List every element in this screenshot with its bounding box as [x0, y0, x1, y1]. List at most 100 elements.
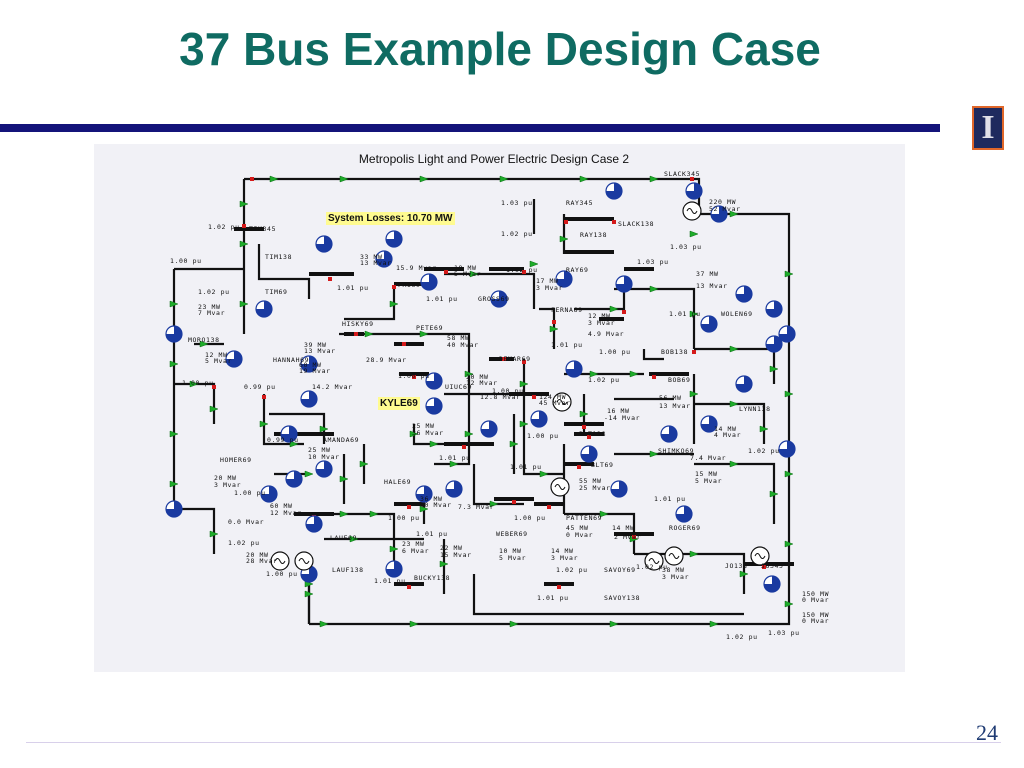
flow-arrow	[689, 310, 699, 318]
bus-label: 1.00 pu	[514, 514, 546, 522]
flow-arrow	[689, 550, 699, 558]
bus-label: 1.00 pu	[599, 348, 631, 356]
breaker	[552, 320, 556, 324]
bus-label: 25 Mvar	[579, 484, 611, 492]
bus-label: 150 MW	[802, 611, 830, 619]
bus-label: RAY138	[580, 231, 608, 239]
breaker	[632, 535, 636, 539]
load-gauge-fill	[711, 206, 727, 222]
load-gauge-fill	[416, 486, 432, 502]
bus-label: 60 MW	[270, 502, 293, 510]
flow-arrow	[784, 470, 794, 478]
load-gauge-fill	[286, 471, 302, 487]
load-gauge-fill	[281, 426, 297, 442]
page-number: 24	[976, 720, 998, 745]
flow-arrow	[169, 300, 179, 308]
load-gauge-fill	[531, 411, 547, 427]
flow-arrow	[364, 330, 374, 338]
bus-label: JO138	[725, 562, 748, 570]
bus-label: WEBER69	[496, 530, 528, 538]
bus-label: PATTEN69	[566, 514, 603, 522]
breaker	[612, 220, 616, 224]
flow-arrow	[304, 590, 314, 598]
bus-label: 40 Mvar	[447, 341, 479, 349]
flow-arrow	[629, 370, 639, 378]
transmission-line	[522, 444, 564, 476]
system-losses-label: System Losses: 10.70 MW	[326, 212, 455, 225]
bus-label: HISKY69	[342, 320, 374, 328]
bus-label: 0 Mvar	[802, 596, 830, 604]
load-gauge-fill	[166, 326, 182, 342]
one-line-diagram: Metropolis Light and Power Electric Desi…	[94, 144, 905, 672]
generator-wave	[754, 553, 766, 559]
bus-label: 3 Mvar	[214, 481, 242, 489]
bus-label: 1.01 pu	[374, 577, 406, 585]
flow-arrow	[689, 230, 699, 238]
bus-label: 1.00 pu	[182, 379, 214, 387]
bus-label: HALE69	[384, 478, 412, 486]
network-lines	[165, 175, 796, 628]
breaker	[564, 220, 568, 224]
flow-arrow	[359, 460, 369, 468]
bus-label: 20 MW	[466, 373, 489, 381]
bus-label: AMANDA69	[323, 436, 360, 444]
bus-label: 3 Mvar	[536, 284, 564, 292]
load-gauge-fill	[764, 576, 780, 592]
load-gauge-fill	[491, 291, 507, 307]
breaker	[354, 332, 358, 336]
load-gauge-fill	[426, 373, 442, 389]
breaker	[547, 505, 551, 509]
flow-arrow	[339, 175, 349, 183]
transmission-line	[444, 272, 536, 309]
load-gauge-fill	[616, 276, 632, 292]
flow-arrow	[784, 600, 794, 608]
bus-label: 1.02 pu	[636, 563, 668, 571]
flow-arrow	[169, 360, 179, 368]
flow-arrow	[319, 620, 329, 628]
breaker	[444, 270, 448, 274]
bus-label: 3 Mvar	[662, 573, 690, 581]
load-gauge-fill	[779, 326, 795, 342]
breaker	[690, 177, 694, 181]
bus-label: 52 Mvar	[709, 205, 741, 213]
bus-label: SHIMKO69	[658, 447, 695, 455]
flow-arrow	[419, 330, 429, 338]
bus-label: 33 MW	[360, 253, 383, 261]
bus-label: 1.01 pu	[669, 310, 701, 318]
flow-arrow	[419, 505, 429, 513]
flow-arrow	[589, 370, 599, 378]
bus-label: 1.02 pu	[556, 566, 588, 574]
bus-label: SLACK345	[664, 170, 701, 178]
flow-arrow	[209, 405, 219, 413]
bus-label: 13 Mvar	[659, 402, 691, 410]
flow-arrow	[239, 300, 249, 308]
bus-label: 1.02 pu	[198, 288, 230, 296]
load-gauge-fill	[421, 274, 437, 290]
bus-label: 45 MW	[566, 524, 589, 532]
breaker	[392, 285, 396, 289]
breaker	[250, 177, 254, 181]
flow-arrow	[759, 425, 769, 433]
flow-arrow	[549, 325, 559, 333]
flow-arrow	[649, 450, 659, 458]
bus-label: JO345	[761, 562, 784, 570]
bus-label: 0 Mvar	[802, 617, 830, 625]
generator-wave	[556, 399, 568, 405]
load-gauge-fill	[301, 566, 317, 582]
bus-label: SAVOY138	[604, 594, 641, 602]
flow-arrow	[519, 420, 529, 428]
flow-arrow	[409, 430, 419, 438]
load-gauge-fill	[316, 461, 332, 477]
flow-arrow	[289, 440, 299, 448]
flow-arrow	[419, 175, 429, 183]
load-gauge-fill	[566, 361, 582, 377]
diagram-title: Metropolis Light and Power Electric Desi…	[358, 152, 630, 166]
bus-label: RAY69	[566, 266, 589, 274]
load-gauge-fill	[376, 251, 392, 267]
bus-label: 6 Mvar	[402, 547, 430, 555]
flow-arrow	[784, 270, 794, 278]
bus-label: BLT138	[579, 430, 607, 438]
breaker	[402, 342, 406, 346]
bus-label: -14 Mvar	[604, 414, 641, 422]
bus-label: 1.01 pu	[416, 530, 448, 538]
